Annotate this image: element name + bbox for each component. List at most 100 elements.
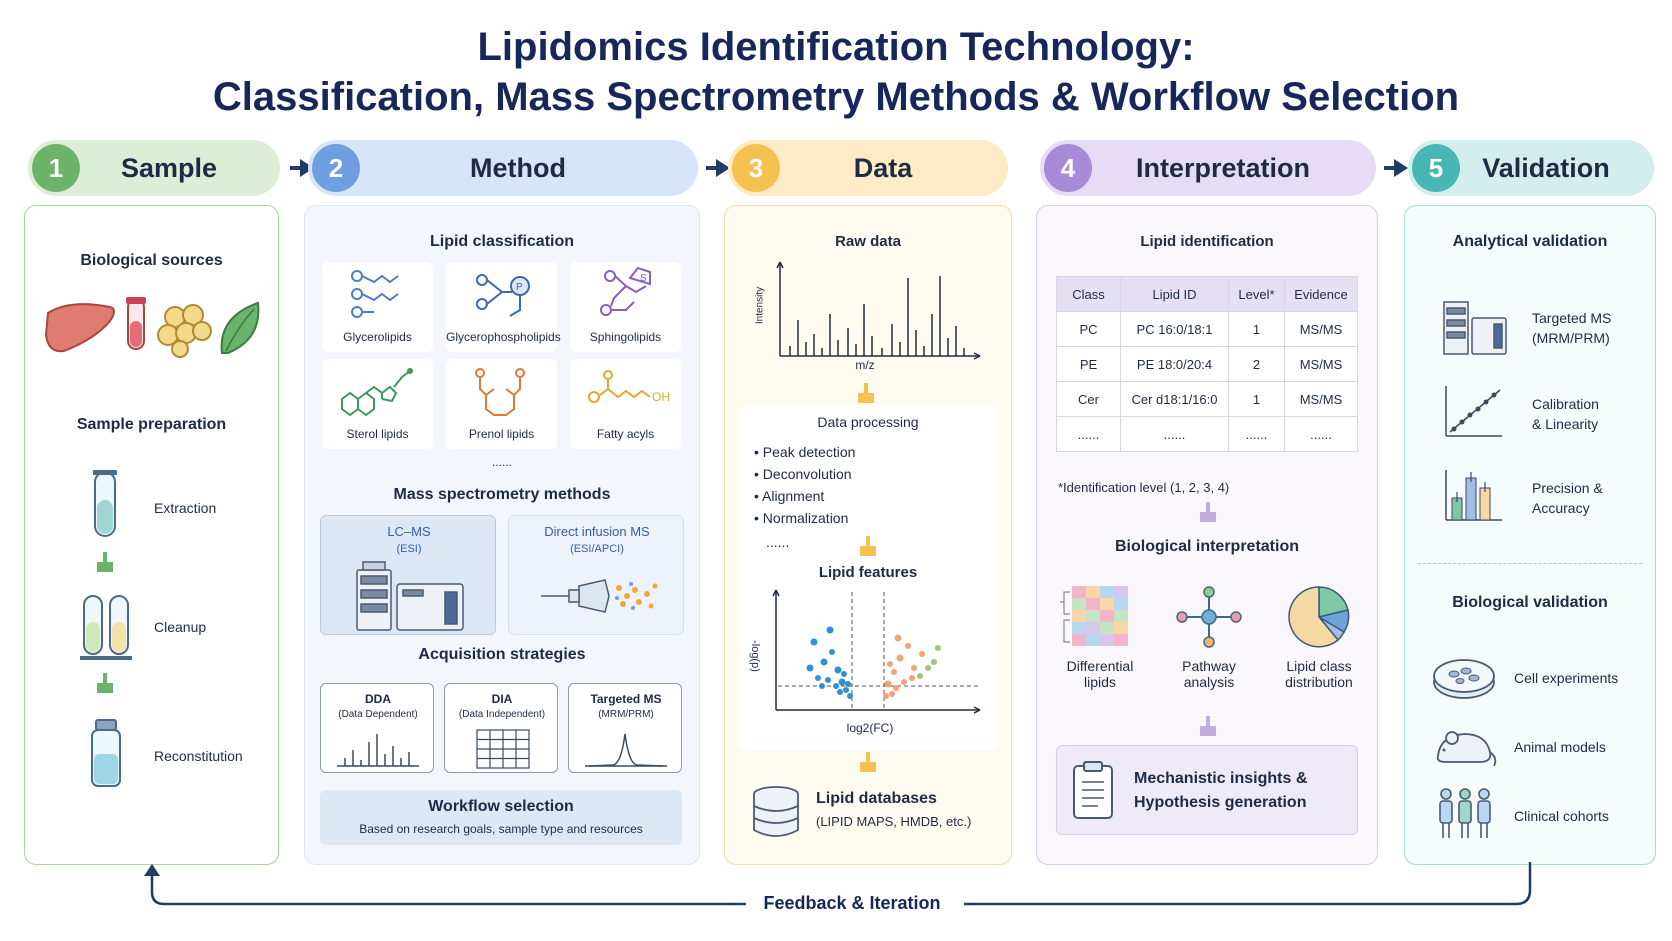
acquisition-title: Acquisition strategies bbox=[418, 646, 586, 663]
people-cohort-icon bbox=[1439, 788, 1491, 838]
database-icon bbox=[753, 786, 799, 837]
volcano-points-green bbox=[917, 645, 941, 679]
glycerolipid-structure-icon bbox=[351, 270, 399, 318]
data-processing-title: Data processing bbox=[817, 414, 919, 430]
acq-name: DDA bbox=[365, 692, 391, 706]
class-ellipsis: ...... bbox=[491, 455, 512, 469]
lipid-databases-sub: (LIPID MAPS, HMDB, etc.) bbox=[816, 814, 972, 829]
bio-interpretation-title: Biological interpretation bbox=[1114, 538, 1299, 555]
arrow-down-icon bbox=[1200, 716, 1216, 736]
acq-sub: (Data Independent) bbox=[458, 709, 546, 720]
lipid-databases-title: Lipid databases bbox=[816, 790, 937, 807]
title-line-2: Classification, Mass Spectrometry Method… bbox=[212, 75, 1460, 119]
table-cell: Cer bbox=[1056, 381, 1121, 417]
svg-text:S: S bbox=[640, 273, 647, 284]
fatty-acyl-structure-icon: OH bbox=[588, 370, 670, 404]
ms-methods-title: Mass spectrometry methods bbox=[393, 486, 611, 503]
workflow-title: Workflow selection bbox=[428, 798, 574, 815]
stage-header-method: 2 Method bbox=[308, 140, 698, 196]
insights-line-1: Mechanistic insights & bbox=[1134, 770, 1308, 787]
data-processing-box bbox=[740, 405, 996, 750]
table-header: Evidence bbox=[1284, 276, 1358, 312]
table-cell: Cer d18:1/16:0 bbox=[1120, 381, 1229, 417]
class-card-glycerolipids: Glycerolipids bbox=[322, 262, 433, 352]
class-card-sphingolipids: S Sphingolipids bbox=[570, 262, 681, 352]
workflow-selection-box: Workflow selection Based on research goa… bbox=[320, 790, 682, 845]
table-row: Cer Cer d18:1/16:0 1 MS/MS bbox=[1056, 381, 1358, 417]
table-cell: MS/MS bbox=[1284, 381, 1358, 417]
table-cell: PC 16:0/18:1 bbox=[1120, 311, 1229, 347]
insights-line-2: Hypothesis generation bbox=[1134, 794, 1307, 811]
bio-item-pathway-analysis: Pathway analysis bbox=[1182, 658, 1236, 690]
stage-label: Data bbox=[853, 152, 913, 183]
class-label: Sterol lipids bbox=[346, 427, 409, 441]
step-extraction: Extraction bbox=[154, 500, 217, 516]
ms-sub: (ESI) bbox=[396, 543, 422, 555]
acq-name: Targeted MS bbox=[590, 692, 662, 706]
validation-divider bbox=[1418, 563, 1642, 564]
ms-card-lc-ms: LC–MS (ESI) bbox=[320, 515, 496, 635]
cell-culture-dish-icon bbox=[1433, 659, 1495, 699]
title-line-1: Lipidomics Identification Technology: bbox=[477, 25, 1195, 69]
heatmap-cells bbox=[1072, 586, 1128, 646]
svg-text:OH: OH bbox=[652, 390, 670, 404]
acq-card-dia: DIA (Data Independent) bbox=[444, 683, 558, 773]
calibration-curve-icon bbox=[1445, 386, 1502, 437]
ms-card-direct-infusion: Direct infusion MS (ESI/APCI) bbox=[508, 515, 684, 635]
class-label: Sphingolipids bbox=[589, 330, 662, 344]
workflow-sub: Based on research goals, sample type and… bbox=[359, 822, 643, 836]
processing-more: ...... bbox=[766, 534, 790, 550]
stage-label: Interpretation bbox=[1135, 152, 1310, 183]
table-cell: ...... bbox=[1056, 416, 1121, 452]
class-card-sterol-lipids: Sterol lipids bbox=[322, 359, 433, 449]
table-cell: MS/MS bbox=[1284, 311, 1358, 347]
volcano-x-label: log2(FC) bbox=[846, 721, 894, 735]
bio-item-clinical-cohorts: Clinical cohorts bbox=[1514, 808, 1609, 824]
processing-item: • Normalization bbox=[754, 510, 849, 526]
stage-label: Sample bbox=[120, 152, 218, 183]
ana-item-calibration: Calibration & Linearity bbox=[1532, 396, 1599, 432]
bio-sources-title: Biological sources bbox=[80, 252, 223, 269]
table-row: PC PC 16:0/18:1 1 MS/MS bbox=[1056, 311, 1358, 347]
table-cell: 1 bbox=[1228, 311, 1285, 347]
arrow-down-icon bbox=[860, 536, 876, 556]
table-header-row: Class Lipid ID Level* Evidence bbox=[1056, 276, 1358, 312]
table-cell: PC bbox=[1056, 311, 1121, 347]
dia-grid-icon bbox=[476, 729, 530, 769]
raw-data-title: Raw data bbox=[835, 233, 901, 250]
class-card-prenol-lipids: Prenol lipids bbox=[446, 359, 557, 449]
arrow-down-icon bbox=[97, 673, 113, 693]
arrow-down-icon bbox=[860, 752, 876, 772]
ms-name: LC–MS bbox=[387, 524, 431, 539]
arrow-down-icon bbox=[97, 552, 113, 572]
volcano-plot-chart bbox=[772, 589, 981, 714]
pathway-network-icon bbox=[1176, 586, 1242, 648]
acq-card-dda: DDA (Data Dependent) bbox=[320, 683, 434, 773]
acq-sub: (Data Dependent) bbox=[338, 709, 418, 720]
acq-name: DIA bbox=[491, 692, 513, 706]
ana-item-targeted-ms: Targeted MS (MRM/PRM) bbox=[1532, 310, 1612, 346]
lipid-identification-title: Lipid identification bbox=[1140, 233, 1274, 250]
stage-header-data: 3 Data bbox=[728, 140, 1008, 196]
lipid-classification-title: Lipid classification bbox=[429, 233, 575, 250]
arrow-down-icon bbox=[858, 383, 874, 403]
cleanup-tubes-icon bbox=[80, 595, 132, 660]
table-cell: PE bbox=[1056, 346, 1121, 382]
volcano-points-up bbox=[883, 634, 925, 699]
targeted-ms-instrument-icon bbox=[1443, 301, 1507, 355]
table-header: Level* bbox=[1228, 276, 1285, 312]
acq-card-targeted: Targeted MS (MRM/PRM) bbox=[568, 683, 682, 773]
arrow-right-icon bbox=[1384, 159, 1408, 177]
step-reconstitution: Reconstitution bbox=[154, 748, 243, 764]
glycerophospholipid-structure-icon: P bbox=[476, 274, 530, 317]
liver-icon bbox=[44, 303, 115, 353]
mouse-icon bbox=[1436, 731, 1497, 767]
stage-header-sample: 1 Sample bbox=[28, 140, 280, 196]
stage-number: 1 bbox=[32, 144, 80, 192]
adipose-tissue-icon bbox=[157, 304, 212, 358]
bio-item-animal-models: Animal models bbox=[1514, 739, 1606, 755]
identification-footnote: *Identification level (1, 2, 3, 4) bbox=[1058, 480, 1230, 495]
class-label: Glycerolipids bbox=[343, 330, 412, 344]
clipboard-icon bbox=[1073, 761, 1113, 819]
table-header: Class bbox=[1056, 276, 1121, 312]
